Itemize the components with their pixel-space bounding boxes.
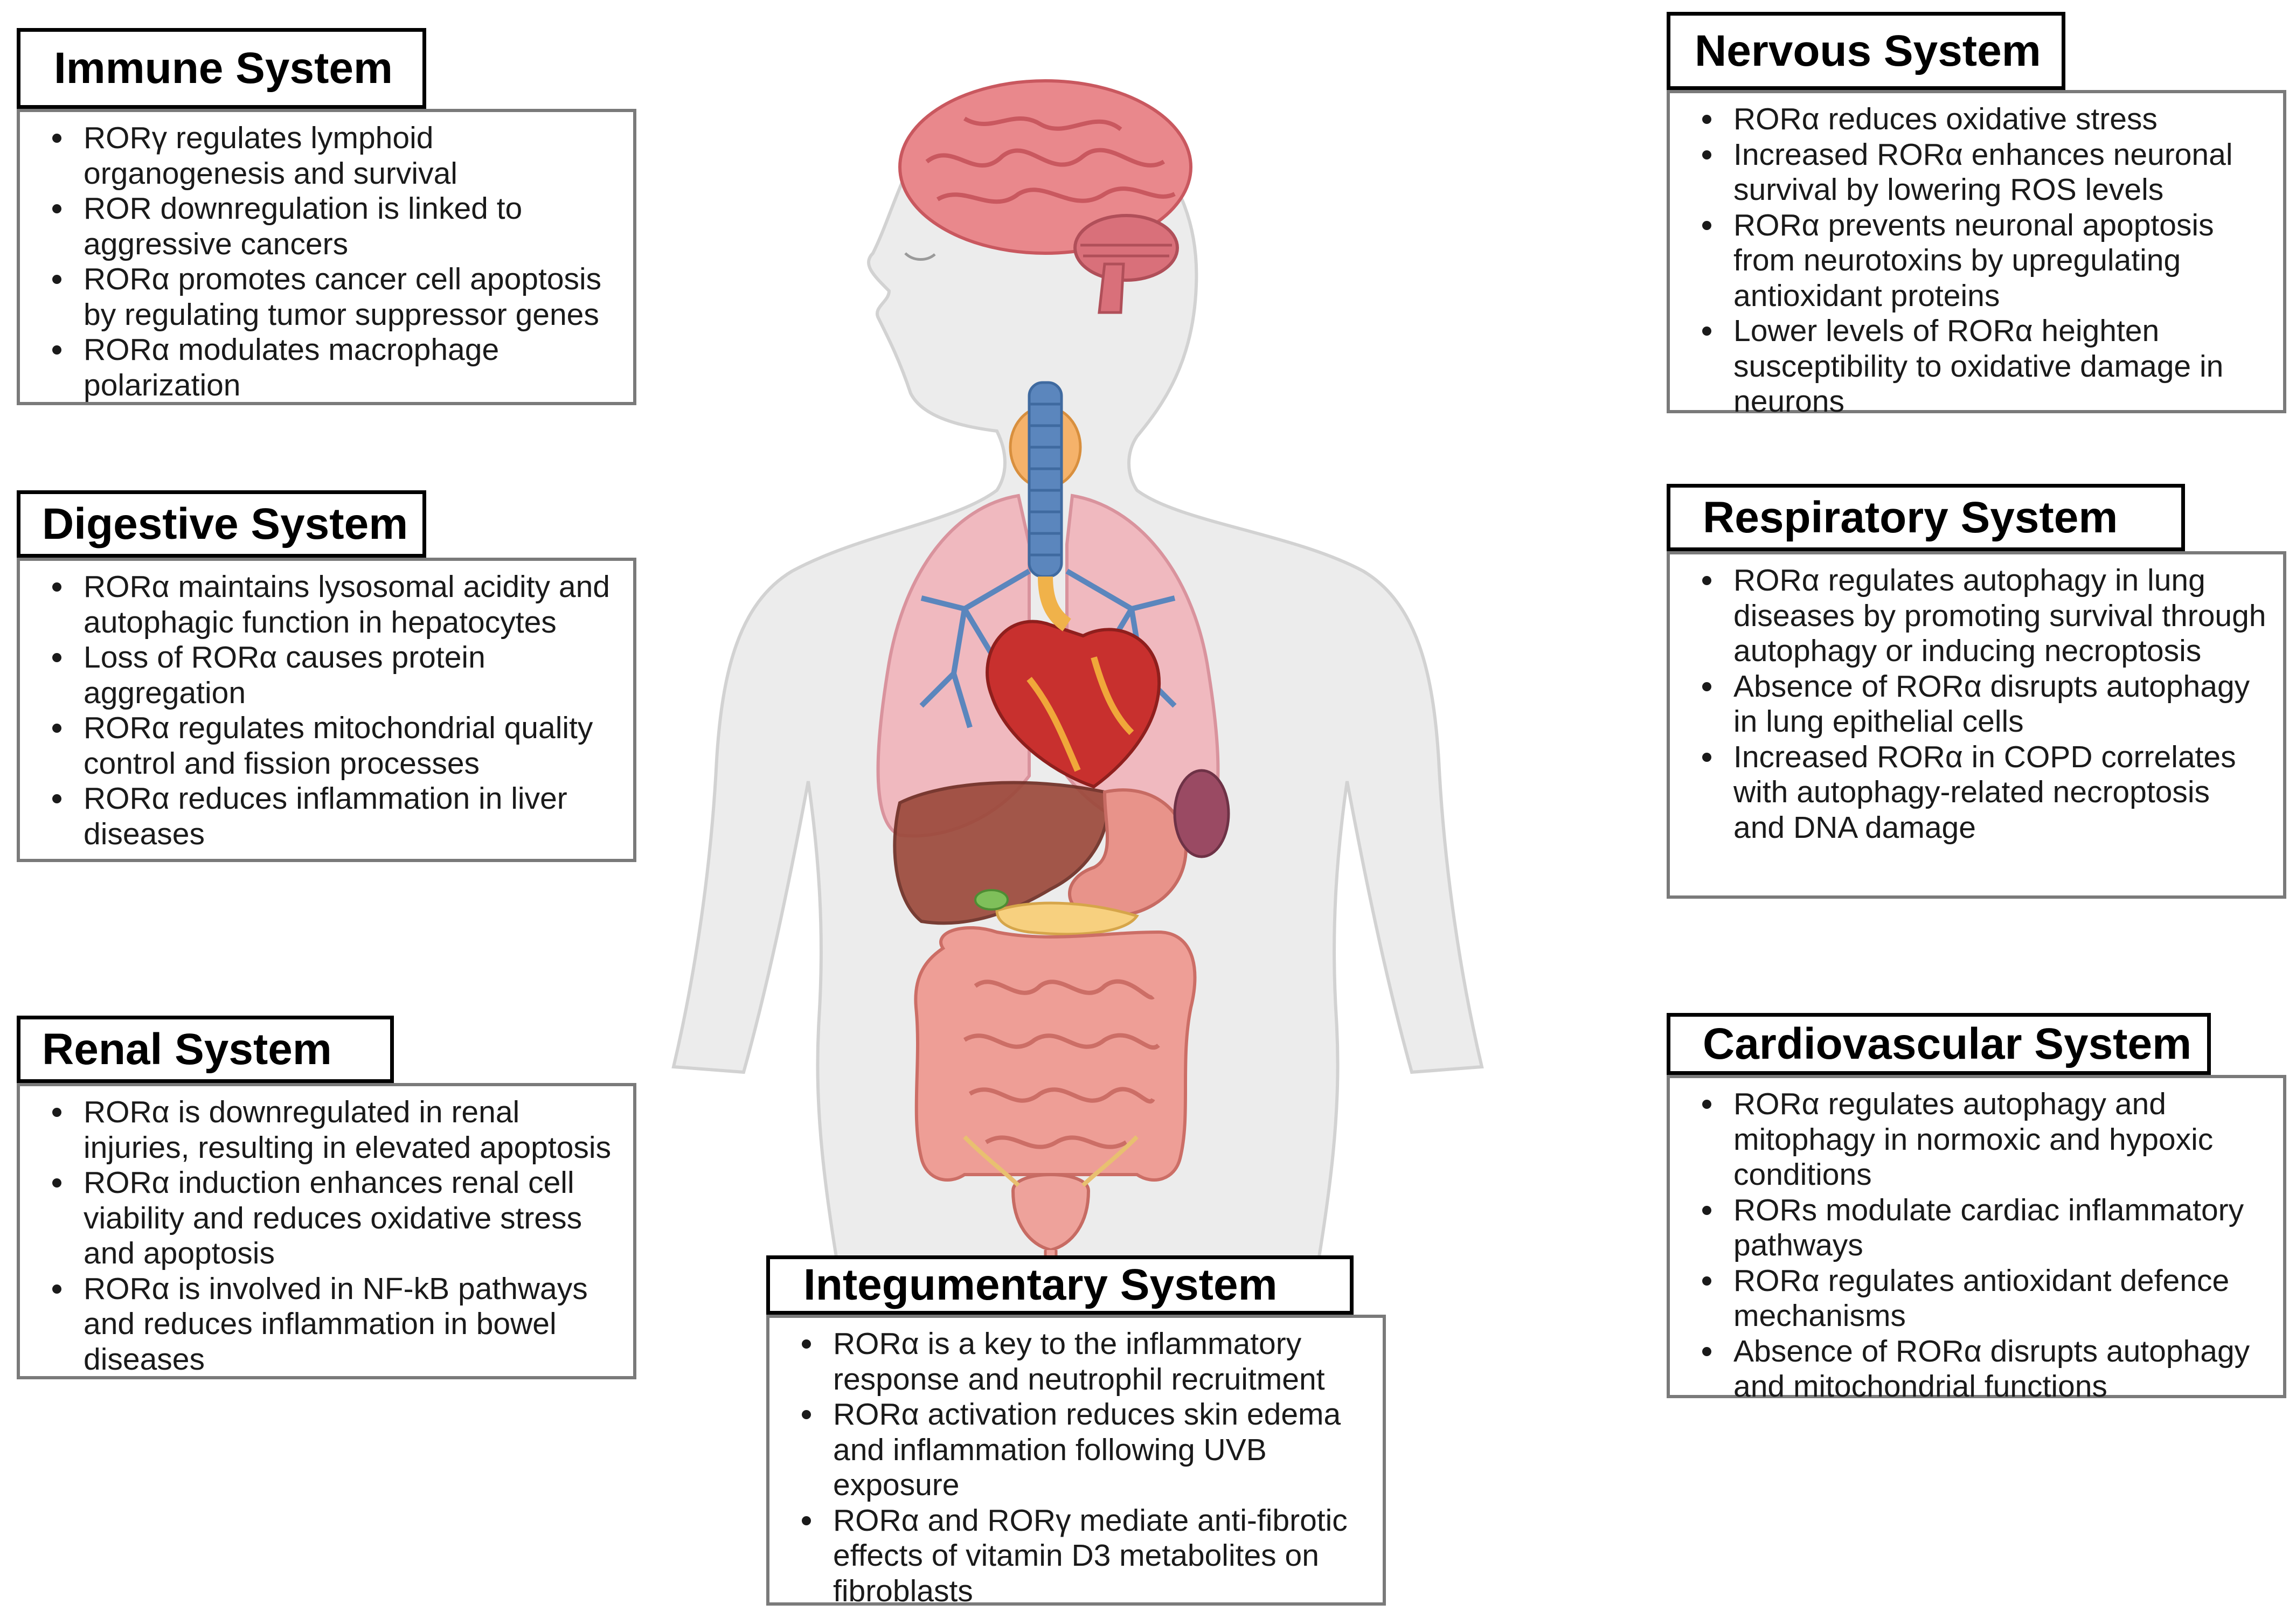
respiratory-list: RORα regulates autophagy in lung disease…: [1686, 563, 2267, 845]
bullet-item: RORα regulates antioxidant defence mecha…: [1686, 1263, 2267, 1334]
bullet-item: RORα is a key to the inflammatory respon…: [786, 1327, 1366, 1397]
pancreas-icon: [995, 901, 1139, 936]
bullet-item: RORα and RORγ mediate anti-fibrotic effe…: [786, 1503, 1366, 1609]
heart-icon: [986, 576, 1161, 789]
respiratory-body: RORα regulates autophagy in lung disease…: [1667, 551, 2286, 899]
bullet-item: ROR downregulation is linked to aggressi…: [36, 191, 617, 262]
renal-list: RORα is downregulated in renal injuries,…: [36, 1095, 617, 1377]
bullet-item: RORα induction enhances renal cell viabi…: [36, 1165, 617, 1272]
digestive-title: Digestive System: [17, 490, 426, 558]
bullet-item: RORα reduces oxidative stress: [1686, 102, 2267, 137]
human-body-illustration: [671, 79, 1484, 1315]
trachea-icon: [1028, 381, 1063, 578]
digestive-list: RORα maintains lysosomal acidity and aut…: [36, 570, 617, 852]
bullet-item: Increased RORα in COPD correlates with a…: [1686, 740, 2267, 846]
bullet-item: RORγ regulates lymphoid organogenesis an…: [36, 121, 617, 191]
immune-body: RORγ regulates lymphoid organogenesis an…: [17, 109, 636, 405]
renal-title: Renal System: [17, 1016, 394, 1083]
bullet-item: RORα is downregulated in renal injuries,…: [36, 1095, 617, 1165]
immune-title: Immune System: [17, 28, 426, 109]
cardiovascular-title: Cardiovascular System: [1667, 1013, 2211, 1075]
liver-icon: [893, 781, 1109, 925]
integumentary-title: Integumentary System: [766, 1255, 1354, 1315]
bullet-item: Loss of RORα causes protein aggregation: [36, 640, 617, 711]
eye-icon: [904, 252, 936, 261]
renal-body: RORα is downregulated in renal injuries,…: [17, 1083, 636, 1379]
bullet-item: RORα regulates mitochondrial quality con…: [36, 711, 617, 781]
bullet-item: RORs modulate cardiac inflammatory pathw…: [1686, 1193, 2267, 1263]
bullet-item: RORα promotes cancer cell apoptosis by r…: [36, 262, 617, 332]
bullet-item: Increased RORα enhances neuronal surviva…: [1686, 137, 2267, 208]
stomach-icon: [1068, 769, 1230, 919]
respiratory-title: Respiratory System: [1667, 484, 2185, 551]
bullet-item: Lower levels of RORα heighten susceptibi…: [1686, 314, 2267, 420]
bullet-item: RORα activation reduces skin edema and i…: [786, 1397, 1366, 1503]
integumentary-list: RORα is a key to the inflammatory respon…: [786, 1327, 1366, 1609]
gallbladder-icon: [974, 889, 1009, 911]
cardiovascular-body: RORα regulates autophagy and mitophagy i…: [1667, 1075, 2286, 1404]
bullet-item: RORα reduces inflammation in liver disea…: [36, 781, 617, 852]
intestines-icon: [914, 926, 1197, 1182]
integumentary-body: RORα is a key to the inflammatory respon…: [766, 1315, 1386, 1609]
bullet-item: RORα modulates macrophage polarization: [36, 332, 617, 403]
bullet-item: RORα regulates autophagy in lung disease…: [1686, 563, 2267, 669]
bullet-item: RORα regulates autophagy and mitophagy i…: [1686, 1087, 2267, 1193]
bullet-item: RORα is involved in NF-kB pathways and r…: [36, 1272, 617, 1378]
nervous-title: Nervous System: [1667, 12, 2065, 90]
cardiovascular-list: RORα regulates autophagy and mitophagy i…: [1686, 1087, 2267, 1405]
digestive-body: RORα maintains lysosomal acidity and aut…: [17, 558, 636, 862]
bullet-item: Absence of RORα disrupts autophagy in lu…: [1686, 669, 2267, 740]
lungs-icon: [876, 494, 1220, 838]
brain-icon: [898, 79, 1192, 314]
bullet-item: Absence of RORα disrupts autophagy and m…: [1686, 1334, 2267, 1405]
immune-list: RORγ regulates lymphoid organogenesis an…: [36, 121, 617, 403]
bullet-item: RORα maintains lysosomal acidity and aut…: [36, 570, 617, 640]
bullet-item: RORα prevents neuronal apoptosis from ne…: [1686, 208, 2267, 314]
